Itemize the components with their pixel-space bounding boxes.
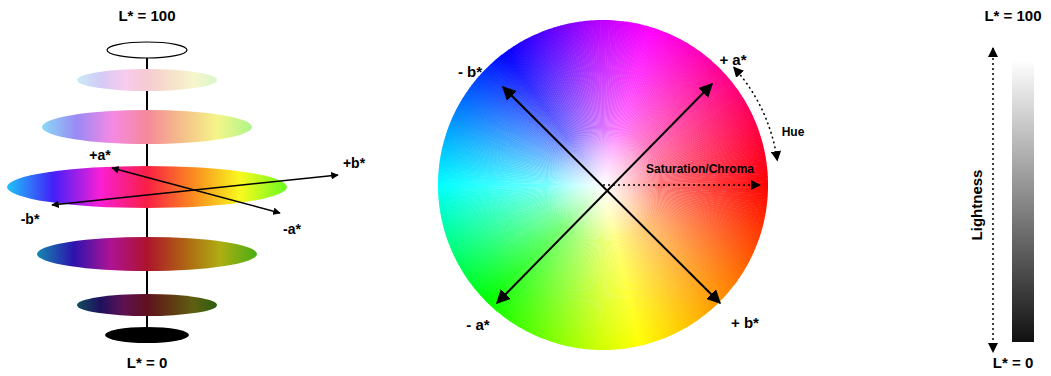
- white-slice: [107, 42, 187, 58]
- axis-label: -b*: [21, 211, 40, 227]
- lightness-bar: [1012, 60, 1034, 342]
- axis-label: + b*: [731, 314, 759, 331]
- axis-label: - a*: [466, 316, 489, 333]
- black-slice: [105, 327, 189, 343]
- color-slice: [37, 237, 257, 271]
- b-axis-arrow: [503, 87, 720, 303]
- axis-label: +b*: [343, 155, 365, 171]
- lightness-arrow: [992, 48, 994, 352]
- chroma-fade: [438, 20, 768, 350]
- lightness-value: L* = 0: [993, 354, 1033, 371]
- hue-arrow: [734, 67, 777, 160]
- hue-label: Hue: [782, 126, 805, 140]
- b-axis: [52, 175, 338, 205]
- lightness-label: Lightness: [968, 170, 985, 241]
- lightness-value: L* = 0: [127, 354, 167, 371]
- chroma-label: Saturation/Chroma: [646, 163, 754, 177]
- chroma-arrow: [603, 184, 760, 186]
- axis-label: + a*: [719, 51, 746, 68]
- lightness-value: L* = 100: [984, 7, 1041, 24]
- a-axis-arrow: [497, 84, 712, 303]
- color-slice: [77, 294, 217, 316]
- lightness-value: L* = 100: [118, 7, 175, 24]
- axis-label: +a*: [89, 147, 110, 163]
- axis-label: - b*: [458, 63, 482, 80]
- color-slice: [77, 69, 217, 91]
- color-slice: [42, 110, 252, 144]
- color-slice: [7, 166, 287, 208]
- axis-label: -a*: [283, 221, 301, 237]
